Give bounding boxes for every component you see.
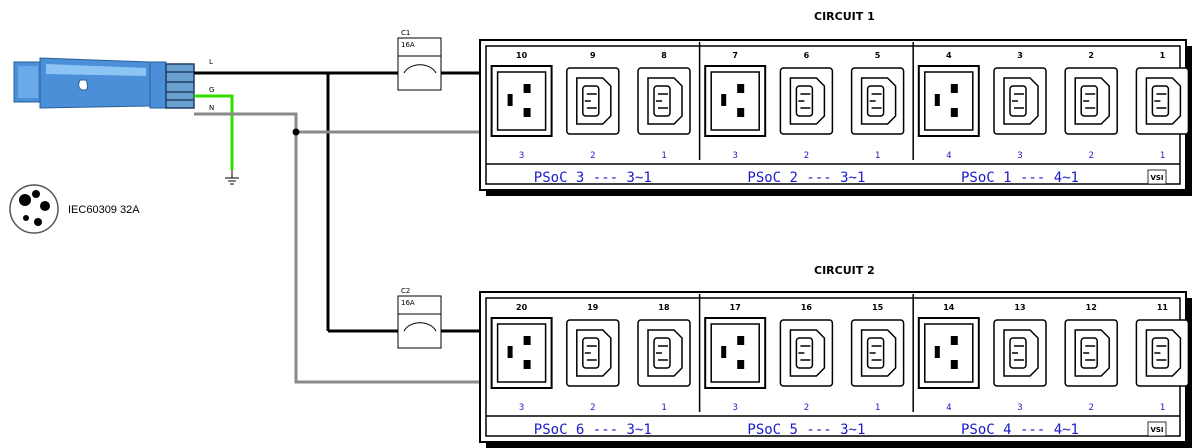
socket-face-icon xyxy=(9,184,59,234)
outlet: 13 3 xyxy=(993,303,1047,413)
phase-number: 2 xyxy=(1088,403,1093,413)
psoc-group-label: PSoC 2 --- 3~1 xyxy=(747,170,865,186)
breaker-c1-rating: 16A xyxy=(401,41,415,49)
outlet: 14 4 xyxy=(917,303,980,413)
phase-number: 1 xyxy=(875,151,880,161)
wiring xyxy=(194,71,486,384)
outlet-number: 12 xyxy=(1086,303,1097,312)
breaker-c2-name: C2 xyxy=(401,287,410,295)
breaker-c1: C1 16A xyxy=(397,29,442,91)
phase-number: 2 xyxy=(804,403,809,413)
phase-number: 4 xyxy=(946,403,951,413)
phase-number: 1 xyxy=(875,403,880,413)
outlet-number: 9 xyxy=(590,51,596,60)
outlet: 51 xyxy=(850,51,905,161)
outlet: 16 2 xyxy=(779,303,834,413)
outlet: 62 xyxy=(779,51,834,161)
outlet-number: 2 xyxy=(1088,51,1094,60)
phase-number: 3 xyxy=(732,151,737,161)
outlet-number: 20 xyxy=(516,303,528,312)
outlet: 12 2 xyxy=(1064,303,1118,413)
outlet-number: 8 xyxy=(661,51,667,60)
outlet-number: 1 xyxy=(1160,51,1166,60)
outlet-number: 3 xyxy=(1017,51,1023,60)
outlet: 15 1 xyxy=(850,303,905,413)
outlet-number: 15 xyxy=(872,303,884,312)
neutral-wire-c2 xyxy=(294,132,486,384)
breaker-c2-rating: 16A xyxy=(401,299,415,307)
breaker-c1-name: C1 xyxy=(401,29,410,37)
psoc-group-label: PSoC 3 --- 3~1 xyxy=(534,170,652,186)
outlet-number: 7 xyxy=(732,51,738,60)
plug-caption: IEC60309 32A xyxy=(68,204,140,216)
outlet-number: 14 xyxy=(943,303,955,312)
outlet: 33 xyxy=(993,51,1047,161)
psoc-group-label: PSoC 5 --- 3~1 xyxy=(747,422,865,438)
outlet: 10 3 xyxy=(490,51,553,161)
phase-number: 1 xyxy=(661,403,666,413)
circuit-2-title: CIRCUIT 2 xyxy=(814,264,875,277)
phase-number: 3 xyxy=(732,403,737,413)
psoc-group-label: PSoC 4 --- 4~1 xyxy=(961,422,1079,438)
outlet-number: 17 xyxy=(730,303,741,312)
outlet: 92 xyxy=(566,51,620,161)
outlet-number: 11 xyxy=(1157,303,1169,312)
outlet-number: 5 xyxy=(875,51,881,60)
vsi-badge-text: VSI xyxy=(1150,426,1163,434)
plug-group: L G N IEC60309 32A xyxy=(9,57,214,234)
psoc-group-label: PSoC 1 --- 4~1 xyxy=(961,170,1079,186)
phase-number: 2 xyxy=(804,151,809,161)
outlet: 44 xyxy=(917,51,980,161)
outlet: 20 3 xyxy=(490,303,553,413)
psoc-group-label: PSoC 6 --- 3~1 xyxy=(534,422,652,438)
phase-number: 1 xyxy=(1160,403,1165,413)
outlet: 18 1 xyxy=(637,303,691,413)
outlet-number: 6 xyxy=(804,51,810,60)
outlet-number: 13 xyxy=(1014,303,1025,312)
vsi-badge-text: VSI xyxy=(1150,174,1163,182)
wire-label-live: L xyxy=(209,58,213,66)
vsi-badge: VSI xyxy=(1147,169,1167,185)
neutral-wire-c1 xyxy=(194,112,486,134)
wire-label-neutral: N xyxy=(209,104,214,112)
phase-number: 1 xyxy=(1160,151,1165,161)
breaker-c2: C2 16A xyxy=(397,287,442,349)
phase-number: 4 xyxy=(946,151,951,161)
phase-number: 2 xyxy=(1088,151,1093,161)
circuit-1-title: CIRCUIT 1 xyxy=(814,10,875,23)
outlet-number: 19 xyxy=(587,303,599,312)
outlet: 81 xyxy=(637,51,691,161)
phase-number: 3 xyxy=(1017,151,1022,161)
outlet: 22 xyxy=(1064,51,1118,161)
vsi-badge: VSI xyxy=(1147,421,1167,437)
outlet: 111 xyxy=(1135,303,1190,413)
phase-number: 3 xyxy=(1017,403,1022,413)
outlet: 73 xyxy=(704,51,767,161)
wire-label-ground: G xyxy=(209,86,214,94)
phase-number: 2 xyxy=(590,151,595,161)
outlet-number: 4 xyxy=(946,51,952,60)
phase-number: 3 xyxy=(519,403,524,413)
phase-number: 1 xyxy=(661,151,666,161)
outlet-number: 16 xyxy=(801,303,813,312)
iec-plug-icon xyxy=(13,57,195,109)
phase-number: 2 xyxy=(590,403,595,413)
outlet: 17 3 xyxy=(704,303,767,413)
ground-wire xyxy=(194,94,234,170)
phase-number: 3 xyxy=(519,151,524,161)
outlet: 11 xyxy=(1135,51,1190,161)
outlet: 19 2 xyxy=(566,303,620,413)
outlet-number: 18 xyxy=(658,303,670,312)
outlet-number: 10 xyxy=(516,51,528,60)
